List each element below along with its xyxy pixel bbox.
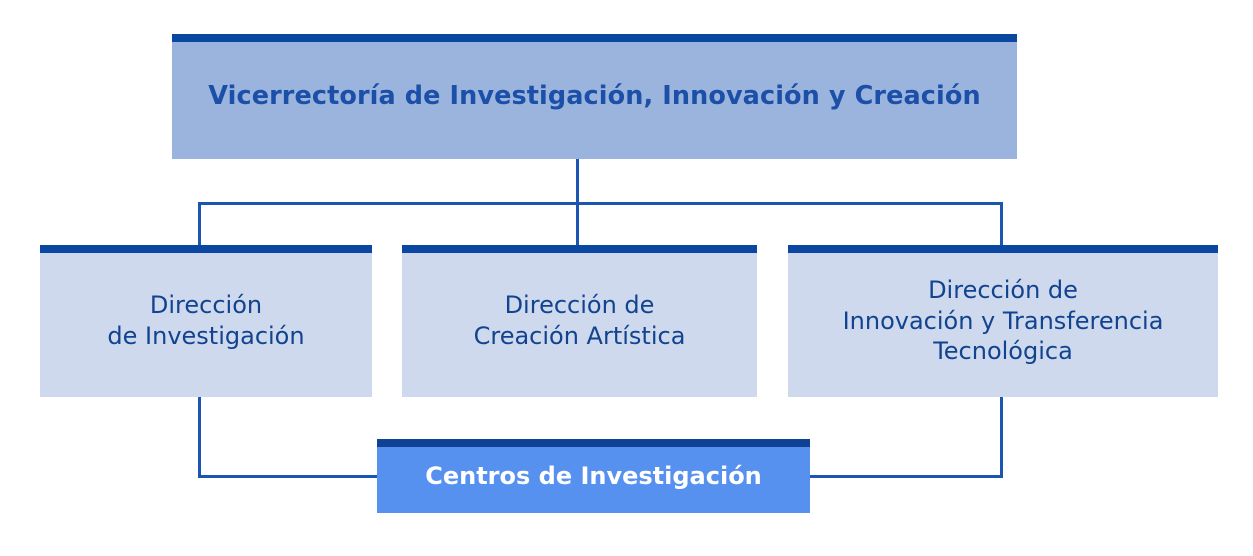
node-direccion-investigacion-label: Dirección de Investigación xyxy=(107,291,305,350)
connector-root-stem xyxy=(576,158,579,205)
node-direccion-creacion-artistica[interactable]: Dirección de Creación Artística xyxy=(402,245,757,397)
node-direccion-creacion-artistica-label: Dirección de Creación Artística xyxy=(473,291,686,350)
connector-lower-left-branch xyxy=(198,475,380,478)
node-accent-bar xyxy=(172,34,1017,42)
node-accent-bar xyxy=(40,245,372,253)
connector-lower-right-stem xyxy=(1000,396,1003,478)
node-vicerrectoria-label: Vicerrectoría de Investigación, Innovaci… xyxy=(208,81,981,112)
connector-drop-direction-3 xyxy=(1000,202,1003,247)
node-direccion-investigacion[interactable]: Dirección de Investigación xyxy=(40,245,372,397)
connector-horizontal-bus xyxy=(198,202,1003,205)
node-accent-bar xyxy=(402,245,757,253)
node-accent-bar xyxy=(788,245,1218,253)
node-centros-investigacion-label: Centros de Investigación xyxy=(425,461,762,490)
node-centros-investigacion[interactable]: Centros de Investigación xyxy=(377,439,810,513)
connector-lower-left-stem xyxy=(198,396,201,478)
connector-drop-direction-2 xyxy=(576,202,579,247)
node-accent-bar xyxy=(377,439,810,447)
node-vicerrectoria[interactable]: Vicerrectoría de Investigación, Innovaci… xyxy=(172,34,1017,159)
node-direccion-innovacion-transferencia-label: Dirección de Innovación y Transferencia … xyxy=(842,275,1164,366)
connector-drop-direction-1 xyxy=(198,202,201,247)
node-direccion-innovacion-transferencia[interactable]: Dirección de Innovación y Transferencia … xyxy=(788,245,1218,397)
connector-lower-right-branch xyxy=(808,475,1003,478)
